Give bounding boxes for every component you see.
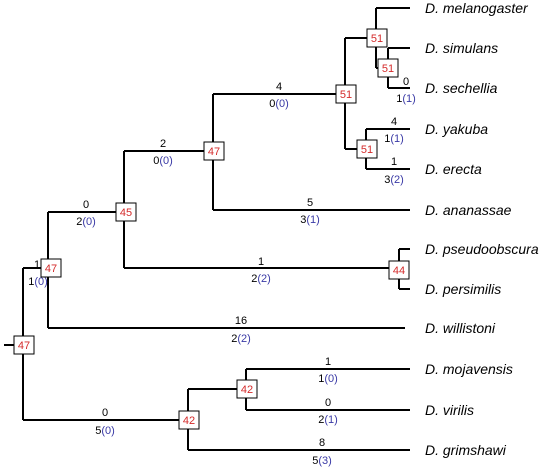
tree-branches [4, 7, 410, 451]
node-melsub: 51 [335, 84, 357, 104]
label-wil-top: 16 [235, 315, 247, 327]
node-mel-top-number: 51 [371, 33, 383, 45]
taxon-willistoni: D. willistoni [425, 320, 496, 336]
label-melgroup-bottom: 0(0) [153, 155, 173, 167]
taxon-labels: D. melanogaster D. simulans D. sechellia… [425, 0, 539, 458]
label-sophophora-top: 0 [83, 199, 89, 211]
node-mojvir: 42 [236, 379, 258, 399]
node-yakere: 51 [356, 139, 378, 159]
node-sophophora-number: 45 [120, 207, 132, 219]
label-sophophora-bottom: 2(0) [76, 216, 96, 228]
node-obscura: 44 [388, 260, 410, 280]
label-gri-top: 8 [319, 437, 325, 449]
node-melgroup-number: 47 [208, 146, 220, 158]
label-moj-bottom: 1(0) [318, 373, 338, 385]
taxon-erecta: D. erecta [425, 161, 482, 177]
node-simsec: 51 [377, 58, 399, 78]
node-root: 47 [13, 335, 35, 355]
label-droso-top: 1 [34, 259, 40, 271]
node-boxes: 47 47 45 47 51 51 51 51 [13, 28, 410, 430]
label-ere-top: 1 [391, 156, 397, 168]
label-gri-bottom: 5(3) [312, 455, 332, 467]
node-yakere-number: 51 [361, 144, 373, 156]
taxon-pseudoobscura: D. pseudoobscura [425, 241, 539, 257]
taxon-yakuba: D. yakuba [425, 121, 488, 137]
label-droso-bottom: 1(0) [28, 276, 48, 288]
label-obscura-bottom: 2(2) [251, 273, 271, 285]
node-drosophila: 42 [178, 410, 200, 430]
taxon-grimshawi: D. grimshawi [425, 442, 507, 458]
label-melsub-bottom: 0(0) [269, 98, 289, 110]
label-vir-bottom: 2(1) [318, 414, 338, 426]
taxon-mojavensis: D. mojavensis [425, 361, 513, 377]
taxon-persimilis: D. persimilis [425, 281, 501, 297]
label-ana-bottom: 3(1) [300, 214, 320, 226]
taxon-virilis: D. virilis [425, 402, 474, 418]
node-root-number: 47 [18, 340, 30, 352]
node-mojvir-number: 42 [241, 384, 253, 396]
taxon-melanogaster: D. melanogaster [425, 0, 529, 16]
label-yak-top: 4 [391, 116, 397, 128]
node-simsec-number: 51 [382, 63, 394, 75]
node-melgroup: 47 [203, 141, 225, 161]
node-obscura-number: 44 [393, 265, 405, 277]
label-ana-top: 5 [307, 197, 313, 209]
node-drosophila-number: 42 [183, 415, 195, 427]
label-sec-bottom: 1(1) [396, 93, 416, 105]
label-vir-top: 0 [325, 397, 331, 409]
label-ere-bottom: 3(2) [384, 174, 404, 186]
taxon-ananassae: D. ananassae [425, 202, 512, 218]
taxon-simulans: D. simulans [425, 40, 498, 56]
taxon-sechellia: D. sechellia [425, 80, 498, 96]
node-sophophora: 45 [115, 202, 137, 222]
label-yak-bottom: 1(1) [384, 133, 404, 145]
label-wil-bottom: 2(2) [231, 333, 251, 345]
node-melsub-number: 51 [340, 89, 352, 101]
label-melgroup-top: 2 [160, 138, 166, 150]
branch-labels: 0 1(1) 4 0(0) 4 1(1) 1 3(2) 2 0(0) 5 3(1… [28, 76, 416, 467]
label-moj-top: 1 [325, 356, 331, 368]
label-drosophila-top: 0 [102, 407, 108, 419]
label-obscura-top: 1 [258, 256, 264, 268]
label-sec-top: 0 [403, 76, 409, 88]
label-melsub-top: 4 [276, 81, 282, 93]
label-drosophila-bottom: 5(0) [95, 425, 115, 437]
node-droso-number: 47 [45, 263, 57, 275]
node-mel-top: 51 [366, 28, 388, 48]
node-droso: 47 [40, 258, 62, 278]
